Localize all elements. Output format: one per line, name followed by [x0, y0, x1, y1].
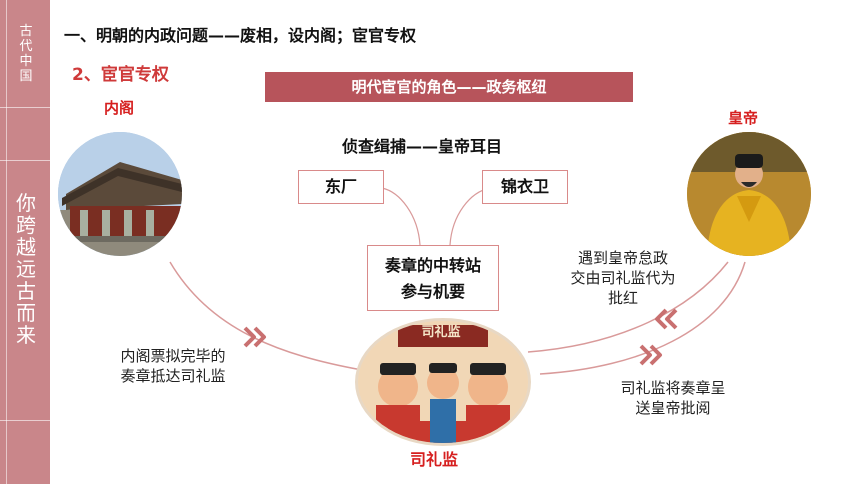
note-cabinet-to-silijian: 内阁票拟完毕的 奏章抵达司礼监 [98, 346, 248, 386]
sidebar-tick [0, 107, 50, 108]
silijian-sign: 司礼监 [421, 325, 461, 340]
chevron-right-icon [243, 326, 266, 348]
sidebar-line [6, 0, 7, 484]
sidebar-tick [0, 160, 50, 161]
note-line: 送皇帝批阅 [635, 399, 711, 417]
neige-image [58, 132, 182, 256]
chevron-left-icon [655, 308, 678, 330]
chevron-right-icon [639, 344, 662, 366]
role-banner: 明代宦官的角色——政务枢纽 [265, 72, 633, 102]
note-emperor-delegates: 遇到皇帝怠政 交由司礼监代为 批红 [548, 248, 698, 308]
sidebar: 古代中国 你跨越远古而来 [0, 0, 50, 484]
note-line: 交由司礼监代为 [570, 269, 676, 287]
relay-station-line1: 奏章的中转站 [384, 256, 481, 275]
note-line: 司礼监将奏章呈 [620, 379, 726, 397]
sidebar-side-title: 你跨越远古而来 [16, 191, 36, 347]
relay-station-box: 奏章的中转站 参与机要 [367, 245, 499, 311]
intel-title: 侦查缉捕——皇帝耳目 [342, 137, 503, 156]
sidebar-tick [0, 420, 50, 421]
sidebar-top-text: 古代中国 [19, 24, 33, 84]
note-line: 批红 [607, 289, 638, 307]
curve-emperor-to-silijian [539, 261, 746, 375]
page-title: 一、明朝的内政问题——废相，设内阁；宦官专权 [64, 26, 417, 45]
branch-dongchang [381, 187, 421, 246]
note-silijian-to-emperor: 司礼监将奏章呈 送皇帝批阅 [598, 378, 748, 418]
silijian-illustration [355, 318, 531, 446]
emperor-portrait [687, 132, 811, 256]
curve-silijian-to-emperor [527, 261, 729, 353]
silijian-label: 司礼监 [410, 450, 459, 469]
note-line: 内阁票拟完毕的 [120, 347, 226, 365]
section-subtitle: 2、宦官专权 [72, 65, 169, 85]
jinyiwei-box: 锦衣卫 [482, 170, 568, 204]
dongchang-box: 东厂 [298, 170, 384, 204]
note-line: 遇到皇帝怠政 [577, 249, 668, 267]
relay-station-line2: 参与机要 [400, 282, 465, 301]
neige-label: 内阁 [104, 99, 135, 117]
emperor-label: 皇帝 [728, 109, 759, 127]
note-line: 奏章抵达司礼监 [120, 367, 226, 385]
